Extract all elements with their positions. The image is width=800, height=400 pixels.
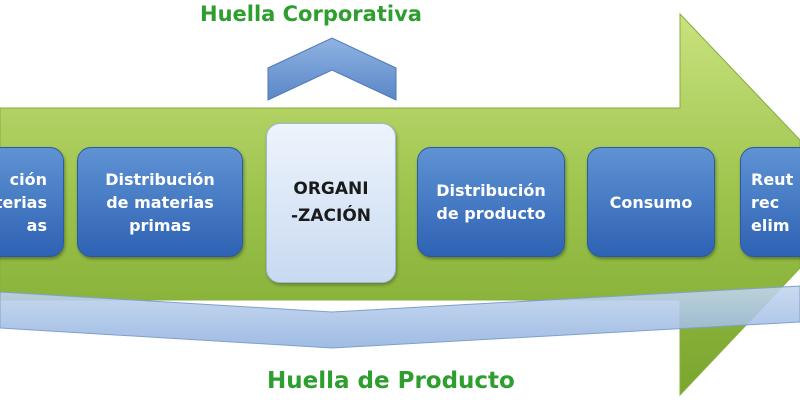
step-extraction: ción terias as xyxy=(0,147,64,257)
corporate-footprint-title: Huella Corporativa xyxy=(200,2,422,26)
step-raw-material-distribution: Distribución de materias primas xyxy=(77,147,243,257)
step-end-of-life: Reut rec elim xyxy=(740,147,800,257)
step-organization: ORGANI -ZACIÓN xyxy=(266,123,396,283)
corporate-chevron-icon xyxy=(267,37,397,101)
product-footprint-title: Huella de Producto xyxy=(267,368,515,394)
step-consumption: Consumo xyxy=(587,147,715,257)
step-product-distribution: Distribución de producto xyxy=(417,147,565,257)
product-band xyxy=(0,285,800,349)
